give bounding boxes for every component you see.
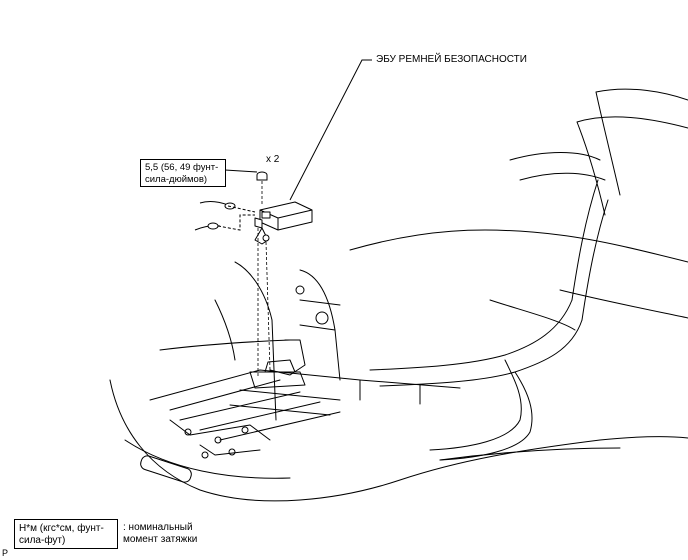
ecu-unit — [254, 201, 313, 245]
legend-desc-line2: момент затяжки — [123, 534, 198, 545]
bumper-slot — [140, 455, 192, 483]
leader-lines — [224, 59, 372, 201]
quantity-label: x 2 — [266, 154, 280, 165]
legend-description: : номинальный момент затяжки — [123, 522, 197, 546]
installation-guides — [257, 181, 271, 378]
trunk-lid — [576, 88, 688, 216]
legend-unit-line2: сила-фут) — [19, 535, 66, 546]
rear-fender — [349, 229, 688, 263]
ecu-label: ЭБУ РЕМНЕЙ БЕЗОПАСНОСТИ — [376, 54, 527, 65]
ground-connectors — [194, 201, 256, 231]
torque-spec-box: 5,5 (56, 49 фунт- сила-дюймов) — [140, 159, 226, 187]
trunk-seal — [369, 299, 573, 371]
rear-bumper — [109, 379, 688, 502]
corner-mark: P — [2, 548, 9, 558]
torque-spec-line1: 5,5 (56, 49 фунт- — [145, 162, 219, 173]
nut-fasteners — [256, 171, 270, 242]
legend-unit-box: Н*м (кгс*см, фунт- сила-фут) — [14, 519, 118, 549]
legend-desc-line1: : номинальный — [123, 522, 193, 533]
legend-unit-line1: Н*м (кгс*см, фунт- — [19, 523, 104, 534]
torque-spec-line2: сила-дюймов) — [145, 174, 208, 185]
trunk-floor — [149, 339, 461, 401]
rear-pillar — [234, 261, 341, 421]
